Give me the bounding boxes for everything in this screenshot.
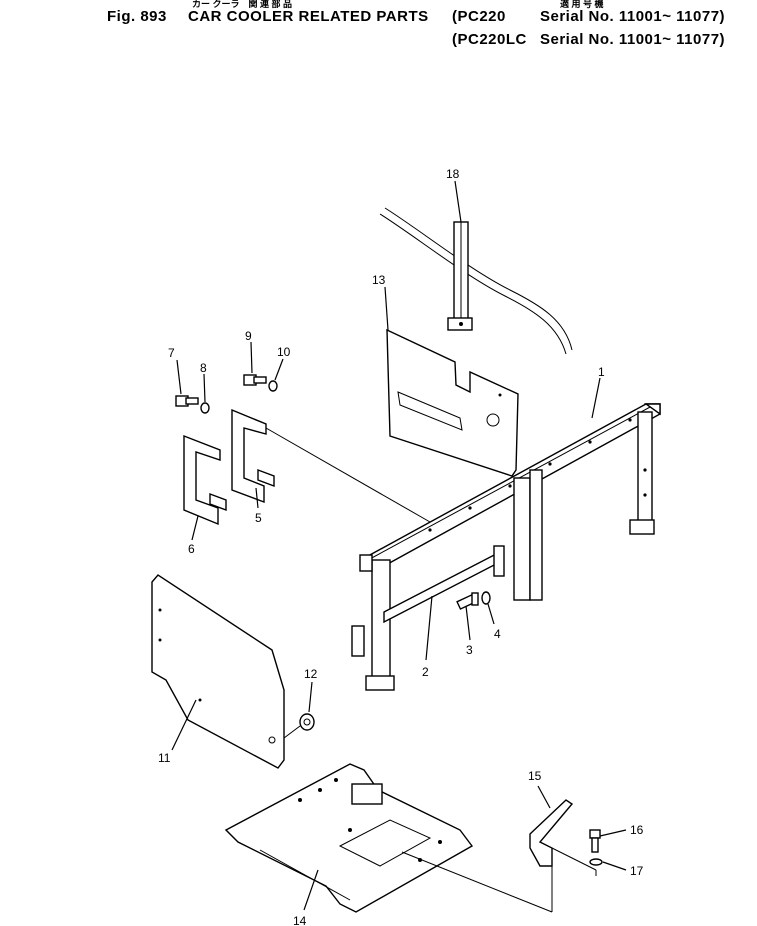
callout-10: 10 [277,345,291,359]
part-14-base-plate [224,763,474,913]
callout-16: 16 [630,823,644,837]
part-7-bolt [175,395,199,407]
callout-11: 11 [158,751,171,765]
callout-17: 17 [630,864,644,878]
part-5-bracket [231,408,275,504]
figure-number: Fig. 893 [107,8,167,25]
part-1-frame [351,403,661,691]
part-10-washer [268,380,278,392]
part-15-bracket [529,799,574,867]
serial-row-serial-2: Serial No. 11001~ 11077) [540,31,726,48]
part-18-bracket [379,207,573,355]
callout-12: 12 [304,667,318,681]
part-9-bolt [243,374,267,386]
callout-15: 15 [528,769,542,783]
callout-5: 5 [255,511,262,525]
part-8-washer [200,402,210,414]
callout-8: 8 [200,361,207,375]
part-12-grommet [299,713,315,731]
part-16-bolt [589,829,601,853]
callout-9: 9 [245,329,252,343]
callout-2: 2 [422,665,429,679]
callout-18: 18 [446,167,460,181]
japanese-title: カー クーラ 関 連 部 品 [192,0,293,9]
callout-13: 13 [372,273,386,287]
japanese-applicable-label: 適 用 号 機 [560,0,604,9]
serial-row-model-2: (PC220LC [452,31,527,48]
serial-row-serial-1: Serial No. 11001~ 11077) [540,8,726,25]
serial-row-model-1: (PC220 [452,8,506,25]
callout-1: 1 [598,365,605,379]
part-13-panel [386,328,519,477]
callout-4: 4 [494,627,501,641]
callout-6: 6 [188,542,195,556]
callout-7: 7 [168,346,175,360]
callout-14: 14 [293,914,307,926]
part-6-bracket [183,434,227,526]
part-11-side-panel [151,574,285,769]
part-17-washer [589,858,603,866]
part-4-washer [481,591,491,605]
part-3-bolt [456,592,479,610]
figure-title: CAR COOLER RELATED PARTS [188,8,429,25]
part-2-crossbar [383,545,505,661]
callout-3: 3 [466,643,473,657]
